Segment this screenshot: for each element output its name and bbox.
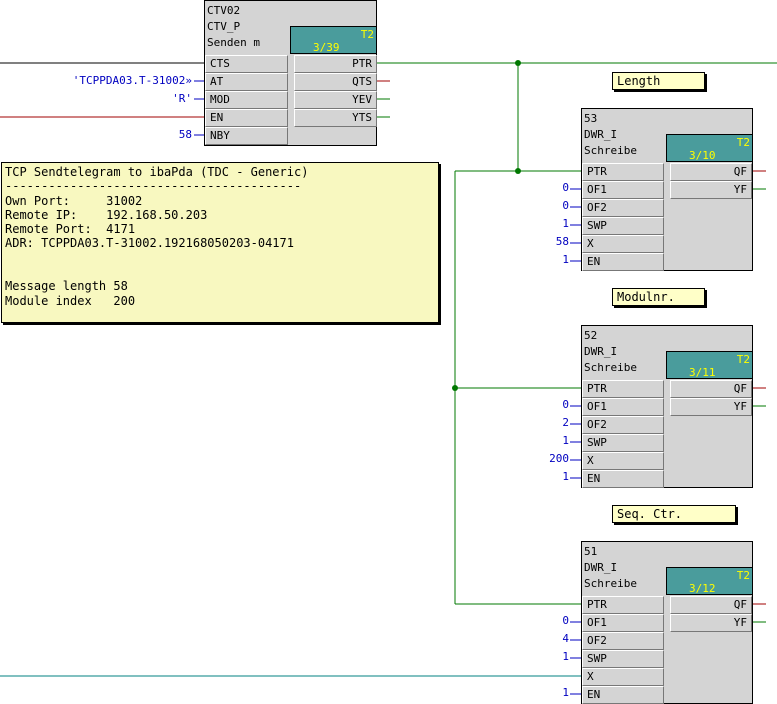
comment-line: Remote Port: 4171 (5, 222, 435, 236)
output-qf[interactable]: QF (670, 163, 752, 181)
comment-line: ----------------------------------------… (5, 179, 435, 193)
block-type: DWR_I (584, 127, 617, 143)
const-of1[interactable]: 0 (562, 181, 569, 195)
task-box: T2 3/11 (666, 351, 753, 379)
task-box: T2 3/10 (666, 134, 753, 162)
task-label: T2 (737, 354, 750, 366)
block-desc: Schreibe (584, 143, 637, 159)
task-order: 3/39 (313, 42, 340, 54)
block-name: 51 (584, 544, 597, 560)
const-swp[interactable]: 1 (562, 434, 569, 448)
task-label: T2 (737, 570, 750, 582)
output-qf[interactable]: QF (670, 380, 752, 398)
const-at[interactable]: 'TCPPDA03.T-31002» (73, 74, 192, 88)
const-of2[interactable]: 0 (562, 199, 569, 213)
const-swp[interactable]: 1 (562, 217, 569, 231)
comment-line: Module index 200 (5, 294, 435, 308)
task-label: T2 (737, 137, 750, 149)
task-box: T2 3/39 (290, 26, 377, 54)
ctv02-block[interactable]: CTV02 CTV_P Senden m T2 3/39 CTS AT MOD … (204, 0, 377, 146)
comment-line: Own Port: 31002 (5, 194, 435, 208)
const-of1[interactable]: 0 (562, 398, 569, 412)
comment-line (5, 251, 435, 265)
input-x[interactable]: X (582, 452, 664, 470)
input-swp[interactable]: SWP (582, 650, 664, 668)
input-of1[interactable]: OF1 (582, 614, 664, 632)
input-cts[interactable]: CTS (205, 55, 288, 73)
const-en[interactable]: 1 (562, 253, 569, 267)
dwr-block-51[interactable]: 51DWR_ISchreibe T2 3/12PTROF1OF2SWPXEN QFYF (581, 541, 753, 704)
block-desc: Schreibe (584, 360, 637, 376)
input-swp[interactable]: SWP (582, 434, 664, 452)
input-en[interactable]: EN (582, 686, 664, 704)
dwr-block-53[interactable]: 53DWR_ISchreibe T2 3/10PTROF1OF2SWPXEN QFYF (581, 108, 753, 271)
label-seqctr[interactable]: Seq. Ctr. (612, 505, 736, 523)
label-modulnr[interactable]: Modulnr. (612, 288, 705, 306)
output-yf[interactable]: YF (670, 398, 752, 416)
block-type: DWR_I (584, 344, 617, 360)
label-length[interactable]: Length (612, 72, 705, 90)
const-en[interactable]: 1 (562, 686, 569, 700)
comment-line: ADR: TCPPDA03.T-31002.192168050203-04171 (5, 236, 435, 250)
const-swp[interactable]: 1 (562, 650, 569, 664)
const-x[interactable]: 200 (549, 452, 569, 466)
comment-line: Remote IP: 192.168.50.203 (5, 208, 435, 222)
output-qts[interactable]: QTS (294, 73, 377, 91)
input-x[interactable]: X (582, 668, 664, 686)
input-of2[interactable]: OF2 (582, 199, 664, 217)
block-name: 53 (584, 111, 597, 127)
block-type: DWR_I (584, 560, 617, 576)
junction-1 (515, 60, 521, 66)
input-ptr[interactable]: PTR (582, 596, 664, 614)
block-desc: Senden m (207, 35, 260, 51)
block-desc: Schreibe (584, 576, 637, 592)
input-mod[interactable]: MOD (205, 91, 288, 109)
input-at[interactable]: AT (205, 73, 288, 91)
input-ptr[interactable]: PTR (582, 380, 664, 398)
input-of1[interactable]: OF1 (582, 398, 664, 416)
input-en[interactable]: EN (205, 109, 288, 127)
const-of2[interactable]: 4 (562, 632, 569, 646)
block-type: CTV_P (207, 19, 240, 35)
input-ptr[interactable]: PTR (582, 163, 664, 181)
output-yts[interactable]: YTS (294, 109, 377, 127)
task-order: 3/11 (689, 367, 716, 379)
block-name: CTV02 (207, 3, 240, 19)
dwr-block-52[interactable]: 52DWR_ISchreibe T2 3/11PTROF1OF2SWPXEN QFYF (581, 325, 753, 488)
output-yev[interactable]: YEV (294, 91, 377, 109)
input-en[interactable]: EN (582, 470, 664, 488)
input-of1[interactable]: OF1 (582, 181, 664, 199)
comment-line (5, 265, 435, 279)
output-yf[interactable]: YF (670, 614, 752, 632)
input-en[interactable]: EN (582, 253, 664, 271)
const-of1[interactable]: 0 (562, 614, 569, 628)
const-of2[interactable]: 2 (562, 416, 569, 430)
junction-2 (515, 168, 521, 174)
task-box: T2 3/12 (666, 567, 753, 595)
task-order: 3/10 (689, 150, 716, 162)
input-of2[interactable]: OF2 (582, 632, 664, 650)
input-of2[interactable]: OF2 (582, 416, 664, 434)
input-swp[interactable]: SWP (582, 217, 664, 235)
comment-box[interactable]: TCP Sendtelegram to ibaPda (TDC - Generi… (1, 162, 439, 323)
comment-line: Message length 58 (5, 279, 435, 293)
block-name: 52 (584, 328, 597, 344)
const-x[interactable]: 58 (556, 235, 569, 249)
task-order: 3/12 (689, 583, 716, 595)
junction-3 (452, 385, 458, 391)
input-nby[interactable]: NBY (205, 127, 288, 145)
task-label: T2 (361, 29, 374, 41)
const-mod[interactable]: 'R' (172, 92, 192, 106)
output-ptr[interactable]: PTR (294, 55, 377, 73)
input-x[interactable]: X (582, 235, 664, 253)
output-yf[interactable]: YF (670, 181, 752, 199)
comment-line: TCP Sendtelegram to ibaPda (TDC - Generi… (5, 165, 435, 179)
const-en[interactable]: 1 (562, 470, 569, 484)
output-qf[interactable]: QF (670, 596, 752, 614)
const-nby[interactable]: 58 (179, 128, 192, 142)
